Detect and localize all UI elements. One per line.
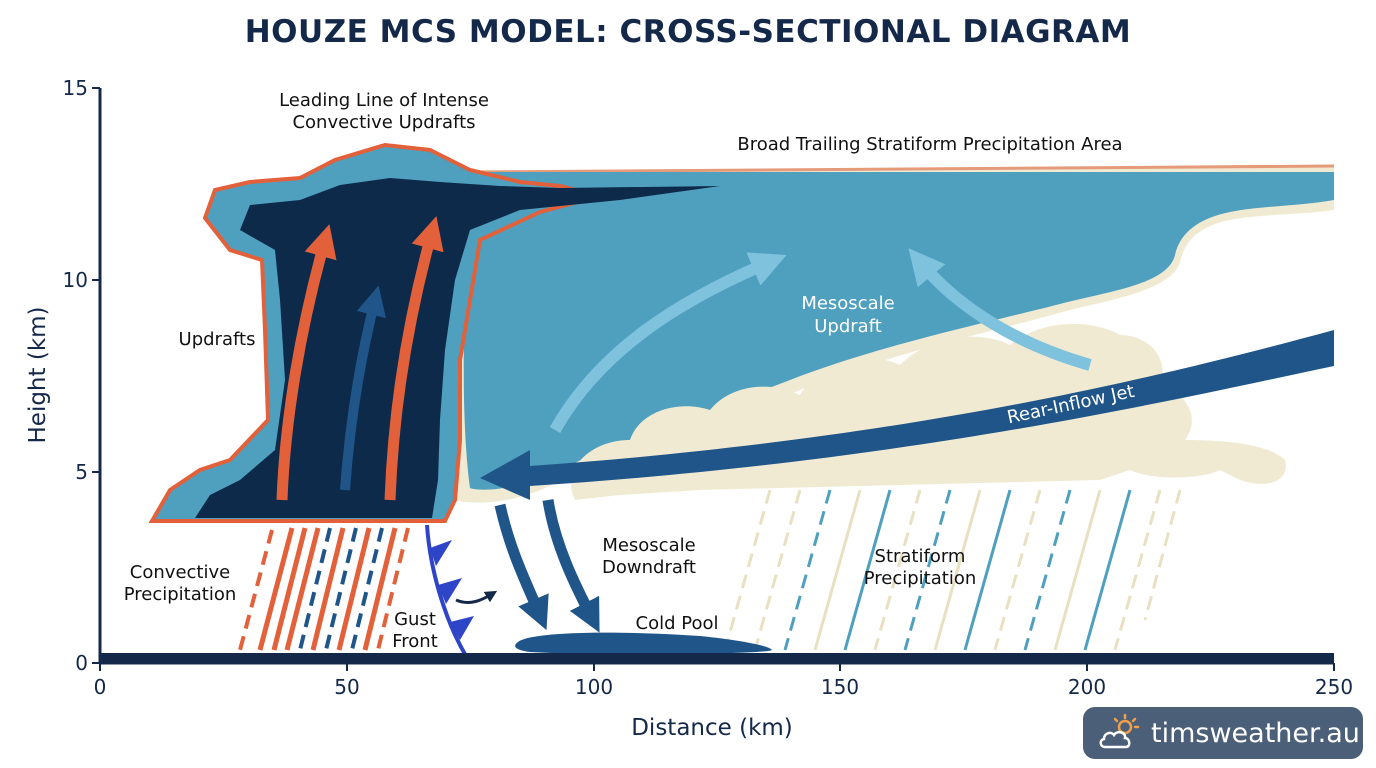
ground-surface	[100, 653, 1334, 663]
convective-precipitation-streaks	[238, 527, 410, 651]
label-updrafts: Updrafts	[179, 329, 256, 350]
y-tick-15: 15	[63, 76, 88, 100]
x-tick-250: 250	[1315, 675, 1353, 699]
label-gust-front-1: Gust	[394, 609, 436, 630]
label-mesoscale-downdraft-1: Mesoscale	[602, 535, 695, 556]
x-tick-200: 200	[1068, 675, 1106, 699]
label-stratiform-area: Broad Trailing Stratiform Precipitation …	[737, 134, 1122, 155]
label-leading-line-2: Convective Updrafts	[292, 112, 475, 133]
updraft-arrow-left	[276, 224, 337, 501]
downdraft-arrow-2	[542, 499, 600, 633]
updraft-arrow-right	[384, 216, 444, 501]
x-tick-100: 100	[575, 675, 613, 699]
y-tick-5: 5	[75, 460, 88, 484]
convective-tower	[148, 142, 720, 523]
x-axis-title: Distance (km)	[631, 715, 793, 741]
x-tick-0: 0	[94, 675, 107, 699]
mesoscale-updraft-arrow-1	[549, 252, 787, 433]
label-leading-line-1: Leading Line of Intense	[279, 90, 489, 111]
label-mesoscale-downdraft-2: Downdraft	[602, 557, 696, 578]
axis-tick-marks	[92, 87, 1335, 671]
x-tick-150: 150	[821, 675, 859, 699]
cold-pool	[515, 632, 772, 655]
label-stratiform-precip-1: Stratiform	[875, 546, 966, 567]
rear-inflow-jet-arrow	[480, 330, 1334, 500]
updraft-arrow-center	[340, 285, 386, 491]
page-title: HOUZE MCS MODEL: CROSS-SECTIONAL DIAGRAM	[244, 14, 1132, 50]
cloud-sun-icon	[1099, 713, 1140, 749]
label-mesoscale-updraft-2: Updraft	[814, 316, 882, 337]
brand-text: timsweather.au	[1151, 717, 1360, 749]
y-tick-10: 10	[63, 268, 88, 292]
label-gust-front-2: Front	[392, 631, 438, 652]
label-stratiform-precip-2: Precipitation	[864, 568, 977, 589]
y-axis-title: Height (km)	[25, 306, 51, 443]
label-mesoscale-updraft-1: Mesoscale	[801, 293, 894, 314]
gust-front-outflow-arrow	[455, 590, 498, 604]
x-tick-50: 50	[334, 675, 359, 699]
y-tick-0: 0	[75, 651, 88, 675]
stratiform-precipitation-streaks	[723, 489, 1182, 651]
label-cold-pool: Cold Pool	[636, 613, 719, 634]
mesoscale-updraft-arrow-2	[908, 248, 1092, 371]
gust-front	[425, 524, 474, 658]
downdraft-arrow-1	[494, 503, 549, 631]
label-convective-precip-2: Precipitation	[124, 584, 237, 605]
brand-badge: timsweather.au	[1083, 707, 1363, 759]
label-convective-precip-1: Convective	[130, 562, 230, 583]
